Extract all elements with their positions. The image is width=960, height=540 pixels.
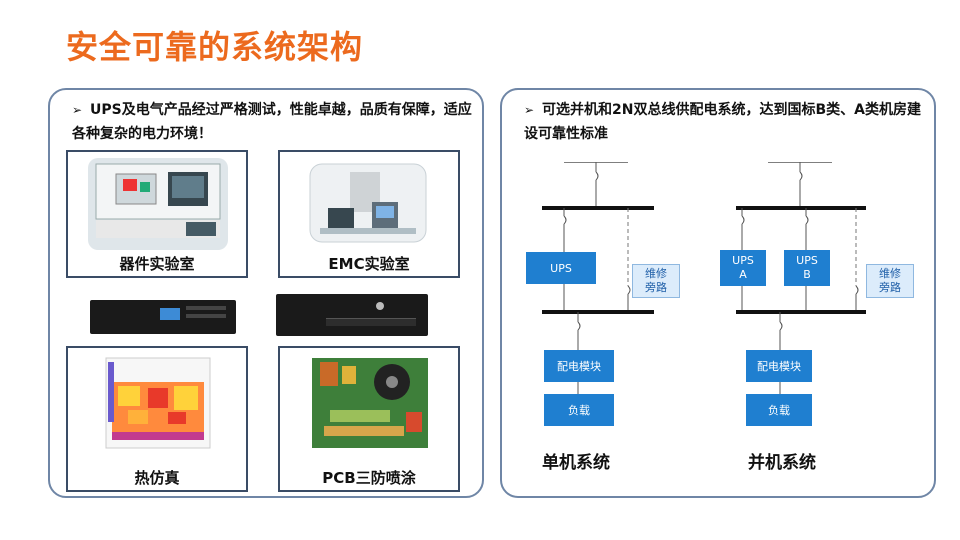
parallel-bypass-line2: 旁路 bbox=[879, 281, 901, 294]
parallel-bypass-line1: 维修 bbox=[879, 267, 901, 280]
pcb-coating-image bbox=[312, 358, 428, 448]
pcb-coating-caption: PCB三防喷涂 bbox=[322, 469, 416, 487]
parallel-load-block: 负载 bbox=[746, 394, 812, 426]
thermal-sim-photo: 热仿真 bbox=[66, 346, 248, 492]
emc-lab-photo: EMC实验室 bbox=[278, 150, 460, 278]
component-lab-photo: 器件实验室 bbox=[66, 150, 248, 278]
page-title: 安全可靠的系统架构 bbox=[66, 28, 364, 66]
single-system-label: 单机系统 bbox=[542, 453, 610, 473]
rack-ups-image bbox=[90, 300, 236, 334]
component-lab-caption: 器件实验室 bbox=[119, 255, 195, 273]
single-ups-block: UPS bbox=[526, 252, 596, 284]
single-system-diagram bbox=[542, 162, 654, 394]
test-bullet: ➢UPS及电气产品经过严格测试，性能卓越，品质有保障，适应各种复杂的电力环境！ bbox=[72, 98, 472, 146]
bullet-arrow-icon: ➢ bbox=[72, 103, 83, 117]
ups-b-line2: B bbox=[803, 268, 811, 281]
single-bypass-line2: 旁路 bbox=[645, 281, 667, 294]
single-bypass-block: 维修 旁路 bbox=[632, 264, 680, 298]
architecture-bullet: ➢可选并机和2N双总线供配电系统，达到国标B类、A类机房建设可靠性标准 bbox=[524, 98, 924, 146]
thermal-sim-image bbox=[105, 357, 211, 449]
pcb-coating-photo: PCB三防喷涂 bbox=[278, 346, 460, 492]
component-lab-image bbox=[88, 158, 228, 250]
architecture-bullet-text: 可选并机和2N双总线供配电系统，达到国标B类、A类机房建设可靠性标准 bbox=[524, 102, 921, 142]
single-load-block: 负载 bbox=[544, 394, 614, 426]
single-bypass-line1: 维修 bbox=[645, 267, 667, 280]
ups-a-line2: A bbox=[739, 268, 747, 281]
emc-lab-caption: EMC实验室 bbox=[328, 255, 410, 273]
parallel-ups-b-block: UPS B bbox=[784, 250, 830, 286]
ups-b-line1: UPS bbox=[796, 254, 818, 267]
rack-battery-image bbox=[276, 294, 428, 336]
emc-lab-image bbox=[309, 163, 427, 243]
parallel-system-label: 并机系统 bbox=[748, 453, 816, 473]
parallel-bypass-block: 维修 旁路 bbox=[866, 264, 914, 298]
test-bullet-text: UPS及电气产品经过严格测试，性能卓越，品质有保障，适应各种复杂的电力环境！ bbox=[72, 102, 472, 142]
test-lab-panel: ➢UPS及电气产品经过严格测试，性能卓越，品质有保障，适应各种复杂的电力环境！ … bbox=[48, 88, 484, 498]
single-distribution-block: 配电模块 bbox=[544, 350, 614, 382]
architecture-panel: ➢可选并机和2N双总线供配电系统，达到国标B类、A类机房建设可靠性标准 UPS … bbox=[500, 88, 936, 498]
parallel-distribution-block: 配电模块 bbox=[746, 350, 812, 382]
parallel-system-diagram bbox=[736, 162, 866, 394]
bullet-arrow-icon: ➢ bbox=[524, 103, 535, 117]
ups-a-line1: UPS bbox=[732, 254, 754, 267]
thermal-sim-caption: 热仿真 bbox=[134, 469, 180, 487]
parallel-ups-a-block: UPS A bbox=[720, 250, 766, 286]
